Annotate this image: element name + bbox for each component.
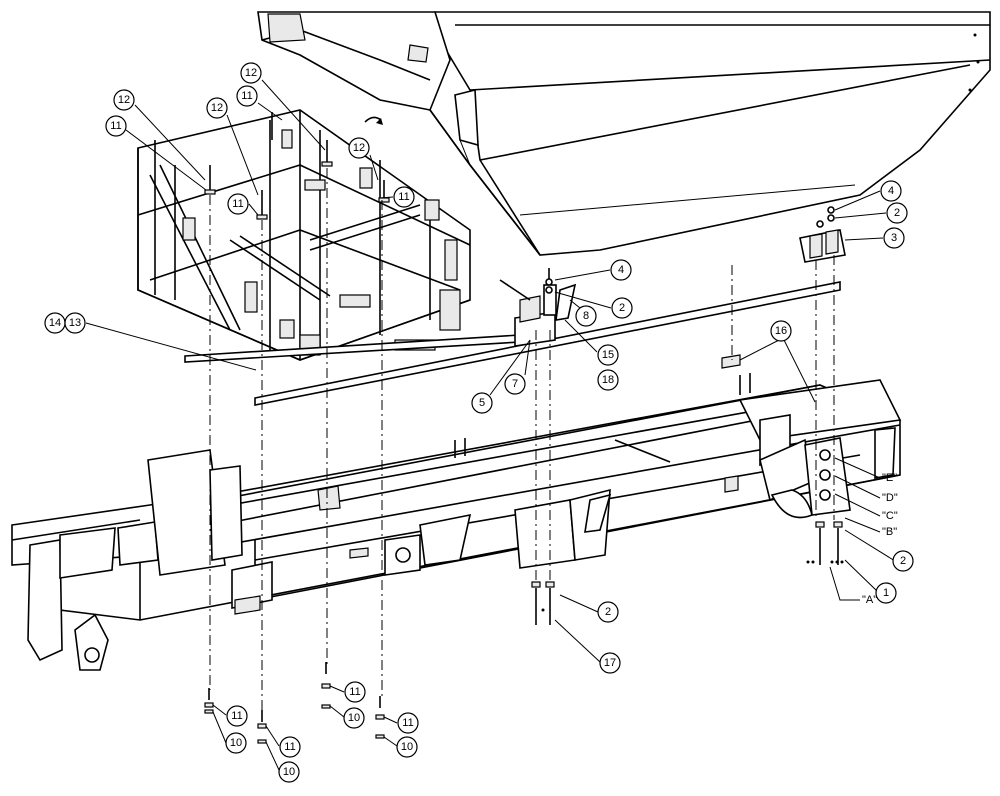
callout-2: 2: [892, 550, 914, 572]
callout-label: 2: [605, 606, 611, 618]
callout-label: 16: [775, 325, 787, 337]
subframe: [137, 109, 471, 361]
letter-label-d: "D": [882, 492, 898, 504]
alignment-lines: [209, 168, 835, 712]
letter-label-e: "E": [882, 472, 897, 484]
callout-label: 3: [891, 232, 897, 244]
callout-8: 8: [575, 305, 597, 327]
callout-label: 11: [284, 741, 295, 753]
callout-4: 4: [880, 180, 902, 202]
callout-10: 10: [396, 736, 418, 758]
hopper-body: [257, 11, 991, 256]
callout-label: 5: [479, 397, 485, 409]
callout-10: 10: [278, 761, 300, 783]
callout-11: 11: [344, 681, 366, 703]
callout-label: 11: [402, 717, 413, 729]
callout-label: 15: [602, 349, 614, 361]
callout-11: 11: [393, 186, 415, 208]
callout-7: 7: [504, 373, 526, 395]
callout-13: 13: [64, 312, 86, 334]
callout-label: 13: [69, 317, 81, 329]
callout-label: 14: [49, 317, 61, 329]
callout-label: 4: [618, 264, 624, 276]
callout-18: 18: [597, 369, 619, 391]
callout-label: 12: [245, 67, 257, 79]
callout-label: 7: [512, 378, 518, 390]
callout-label: 4: [888, 185, 894, 197]
callout-2: 2: [597, 601, 619, 623]
truck-chassis: [11, 373, 902, 671]
callout-11: 11: [236, 85, 258, 107]
callout-label: 1: [883, 587, 889, 599]
callout-15: 15: [597, 344, 619, 366]
callout-label: 11: [349, 686, 360, 698]
callout-label: 8: [583, 310, 589, 322]
callout-label: 10: [348, 712, 360, 724]
letter-label-c: "C": [882, 510, 898, 522]
callout-17: 17: [599, 652, 621, 674]
callout-label: 12: [118, 94, 130, 106]
callout-2: 2: [886, 202, 908, 224]
callout-11: 11: [226, 705, 248, 727]
leader-lines: [85, 79, 896, 771]
callout-14: 14: [44, 312, 66, 334]
right-bracket-3: [799, 206, 846, 263]
callout-label: 18: [602, 374, 614, 386]
callout-label: 10: [401, 741, 413, 753]
callout-11: 11: [397, 712, 419, 734]
callout-10: 10: [225, 732, 247, 754]
letter-label-a: "A": [862, 594, 877, 606]
callout-label: 17: [604, 657, 616, 669]
callout-label: 12: [211, 102, 223, 114]
callout-16: 16: [770, 320, 792, 342]
callout-12: 12: [113, 89, 135, 111]
callout-label: 2: [894, 207, 900, 219]
callout-1: 1: [875, 582, 897, 604]
center-bracket-assembly: [499, 268, 577, 347]
callout-12: 12: [348, 137, 370, 159]
callout-12: 12: [206, 97, 228, 119]
callout-label: 11: [231, 710, 242, 722]
mounting-strips: [184, 281, 841, 406]
callout-label: 2: [900, 555, 906, 567]
callout-label: 11: [232, 198, 243, 210]
callout-3: 3: [883, 227, 905, 249]
callout-12: 12: [240, 62, 262, 84]
callout-2: 2: [611, 297, 633, 319]
letter-label-b: "B": [882, 526, 897, 538]
callout-label: 11: [110, 120, 121, 132]
callout-10: 10: [343, 707, 365, 729]
callout-label: 10: [230, 737, 242, 749]
callout-11: 11: [279, 736, 301, 758]
callout-4: 4: [610, 259, 632, 281]
callout-11: 11: [227, 193, 249, 215]
callout-5: 5: [471, 392, 493, 414]
callout-label: 12: [353, 142, 365, 154]
callout-11: 11: [105, 115, 127, 137]
callout-label: 11: [398, 191, 409, 203]
callout-label: 2: [619, 302, 625, 314]
callout-label: 11: [241, 90, 252, 102]
callout-label: 10: [283, 766, 295, 778]
